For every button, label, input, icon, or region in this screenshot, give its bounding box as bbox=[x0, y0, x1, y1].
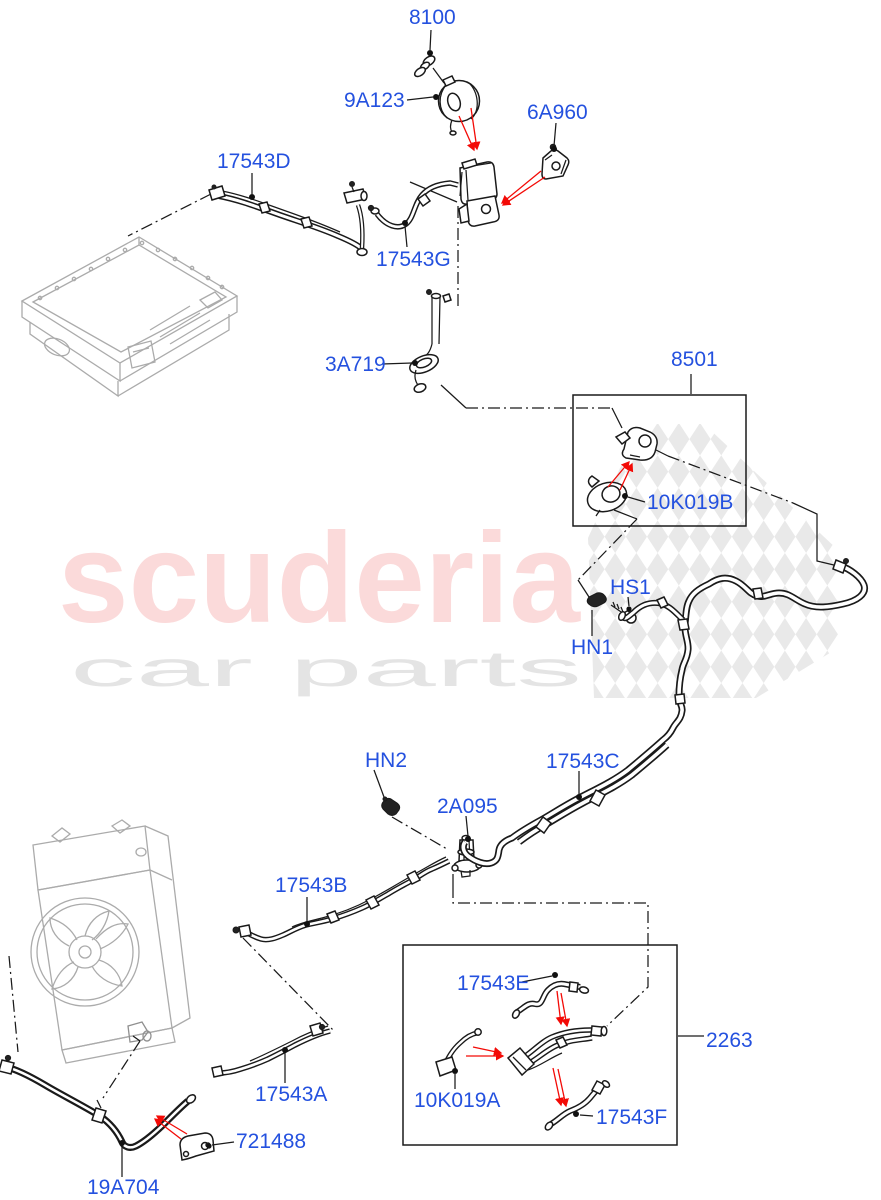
part-label-2263[interactable]: 2263 bbox=[706, 1029, 753, 1052]
part-pump-lower bbox=[458, 158, 500, 227]
part-hose-17543E bbox=[511, 980, 590, 1019]
battery-rim-bolts bbox=[37, 240, 225, 301]
part-label-8100[interactable]: 8100 bbox=[409, 6, 456, 29]
part-hose-19A704 bbox=[0, 1054, 197, 1151]
part-label-HN2[interactable]: HN2 bbox=[365, 749, 408, 772]
part-label-HS1[interactable]: HS1 bbox=[610, 576, 651, 599]
part-label-17543B[interactable]: 17543B bbox=[275, 874, 348, 897]
part-label-9A123[interactable]: 9A123 bbox=[344, 89, 405, 112]
group-box-2263 bbox=[402, 944, 678, 1146]
part-tube-assembly-2263 bbox=[506, 1025, 608, 1077]
watermark-layer: scuderia car parts bbox=[58, 424, 838, 698]
part-label-6A960[interactable]: 6A960 bbox=[527, 101, 588, 124]
part-label-17543C[interactable]: 17543C bbox=[546, 750, 620, 773]
part-bracket-10K019A bbox=[435, 1028, 482, 1077]
part-label-3A719[interactable]: 3A719 bbox=[325, 353, 386, 376]
part-bracket-721488 bbox=[179, 1132, 215, 1161]
part-nut-HN2 bbox=[381, 796, 401, 816]
part-label-19A704[interactable]: 19A704 bbox=[87, 1176, 160, 1199]
part-label-17543G[interactable]: 17543G bbox=[376, 248, 451, 271]
part-pump-9A123 bbox=[437, 75, 481, 136]
part-hose-17543D bbox=[208, 181, 368, 257]
watermark-brand: scuderia bbox=[58, 507, 581, 650]
part-label-17543E[interactable]: 17543E bbox=[457, 972, 530, 995]
part-hose-17543B bbox=[232, 856, 451, 943]
part-hose-17543C-main bbox=[459, 558, 868, 868]
label-leaders bbox=[119, 29, 704, 1177]
part-label-17543F[interactable]: 17543F bbox=[596, 1106, 668, 1129]
watermark-tagline: car parts bbox=[70, 641, 582, 697]
part-hose-17543F bbox=[544, 1079, 611, 1131]
part-mount-8501 bbox=[614, 426, 658, 461]
part-label-17543D[interactable]: 17543D bbox=[217, 150, 291, 173]
ref-radiator-fan bbox=[30, 819, 191, 1064]
part-clip-HN1 bbox=[586, 592, 607, 608]
part-label-8501[interactable]: 8501 bbox=[671, 348, 718, 371]
part-label-17543A[interactable]: 17543A bbox=[255, 1083, 328, 1106]
part-bolt-8100 bbox=[413, 55, 445, 84]
part-label-721488[interactable]: 721488 bbox=[236, 1130, 307, 1153]
red-assembly-arrows bbox=[153, 107, 634, 1140]
part-hose-17543G bbox=[367, 180, 459, 230]
part-hose-17543A bbox=[211, 1022, 331, 1078]
group-box-8501 bbox=[572, 394, 747, 527]
ref-battery-unit bbox=[20, 236, 239, 398]
part-label-10K019B[interactable]: 10K019B bbox=[647, 491, 734, 514]
part-label-10K019A[interactable]: 10K019A bbox=[414, 1089, 501, 1112]
checkered-flag-watermark bbox=[588, 424, 838, 698]
part-insulator-10K019B bbox=[586, 475, 628, 517]
reference-leaders bbox=[8, 181, 839, 1099]
part-label-HN1[interactable]: HN1 bbox=[571, 636, 614, 659]
part-label-2A095[interactable]: 2A095 bbox=[437, 795, 498, 818]
part-pipe-3A719 bbox=[409, 289, 452, 394]
